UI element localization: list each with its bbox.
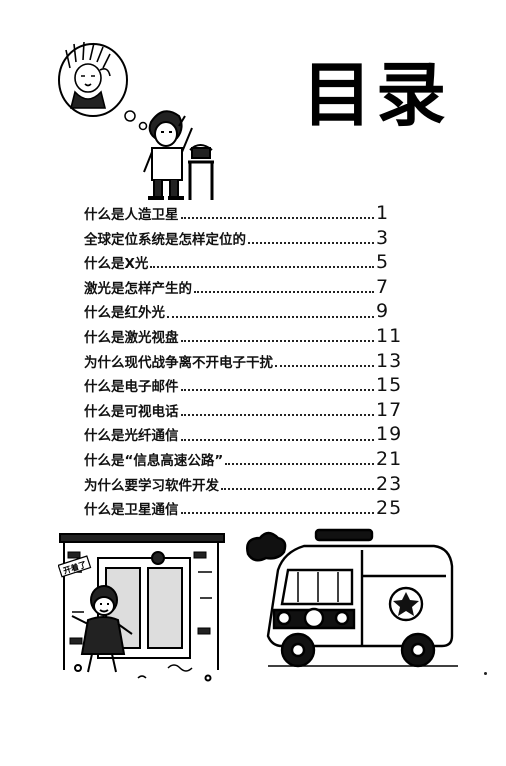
toc-entry-title: 全球定位系统是怎样定位的 [84,231,246,248]
toc-entry-page: 15 [376,374,403,397]
toc-entry-title: 什么是人造卫星 [84,207,179,223]
table-of-contents: 什么是人造卫星 1 全球定位系统是怎样定位的 3 什么是X光 5 激光是怎样产生… [84,202,414,522]
toc-entry[interactable]: 什么是可视电话 17 [84,399,414,424]
toc-leader-dots [180,389,374,392]
phone-call-illustration [58,41,214,200]
toc-leader-dots [180,512,374,515]
toc-entry-page: 9 [376,300,390,323]
toc-leader-dots [180,340,374,343]
toc-entry-title: 为什么现代战争离不开电子干扰 [84,354,273,371]
toc-entry[interactable]: 什么是人造卫星 1 [84,202,414,227]
toc-entry-title: 什么是光纤通信 [84,428,179,445]
toc-entry-page: 5 [376,251,390,274]
toc-entry-page: 7 [376,275,390,298]
toc-entry-title: 什么是可视电话 [84,403,179,420]
toc-entry-page: 3 [376,226,390,249]
toc-entry-title: 激光是怎样产生的 [84,280,192,297]
toc-leader-dots [221,487,374,490]
toc-entry[interactable]: 什么是激光视盘 11 [84,325,414,350]
toc-entry-title: 什么是电子邮件 [84,379,179,396]
toc-entry[interactable]: 什么是光纤通信 19 [84,423,414,448]
toc-leader-dots [150,266,374,269]
toc-entry-page: 25 [376,497,403,520]
police-van-illustration [246,528,458,668]
toc-entry-title: 什么是红外光 [84,305,165,322]
print-speck [484,672,487,675]
toc-leader-dots [275,364,374,367]
toc-entry[interactable]: 激光是怎样产生的 7 [84,276,414,301]
toc-entry[interactable]: 什么是卫星通信 25 [84,497,414,522]
toc-entry[interactable]: 什么是X光 5 [84,251,414,276]
page-title: 目录 [302,54,450,136]
toc-entry-title: 为什么要学习软件开发 [84,477,219,494]
toc-leader-dots [180,438,374,441]
toc-entry[interactable]: 为什么要学习软件开发 23 [84,473,414,498]
toc-leader-dots [180,217,374,220]
toc-leader-dots [248,241,374,244]
toc-entry-title: 什么是X光 [84,256,149,273]
wall-door-illustration: 开着了 [58,533,225,682]
toc-entry-page: 1 [376,202,390,224]
toc-entry-title: 什么是“信息高速公路” [84,452,224,469]
toc-entry-page: 11 [376,324,403,347]
toc-leader-dots [225,463,374,466]
toc-entry-title: 什么是卫星通信 [84,502,179,519]
toc-entry-page: 23 [376,472,403,495]
toc-entry-page: 13 [376,349,403,372]
toc-entry-title: 什么是激光视盘 [84,329,179,346]
toc-entry-page: 21 [376,447,403,470]
toc-entry[interactable]: 什么是红外光 9 [84,300,414,325]
toc-entry[interactable]: 什么是电子邮件 15 [84,374,414,399]
toc-leader-dots [180,414,374,417]
toc-entry[interactable]: 全球定位系统是怎样定位的 3 [84,227,414,252]
toc-entry[interactable]: 为什么现代战争离不开电子干扰 13 [84,350,414,375]
toc-leader-dots [167,315,374,318]
toc-entry[interactable]: 什么是“信息高速公路” 21 [84,448,414,473]
toc-leader-dots [194,291,374,294]
toc-entry-page: 17 [376,398,403,421]
toc-entry-page: 19 [376,423,403,446]
